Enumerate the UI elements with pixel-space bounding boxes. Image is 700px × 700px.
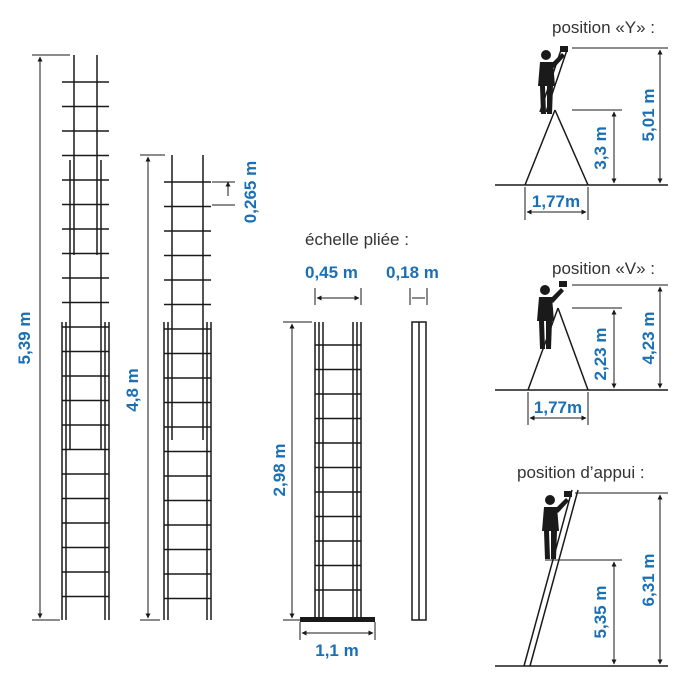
position-lean-figure [495,489,668,667]
position-v-base-label: 1,77m [534,398,582,417]
extended-total-dimension [32,54,70,621]
position-lean-ladder-label: 5,35 m [591,586,610,639]
rung-spacing-label: 0,265 m [241,161,260,223]
position-y-heading: position «Y» : [552,18,655,37]
position-y-dimensions [524,47,668,220]
second-ladder-label: 4,8 m [123,368,142,411]
position-v-heading: position «V» : [552,259,655,278]
painter-figure-icon [542,491,572,559]
extended-ladder-three-section [61,55,110,620]
position-lean-dimensions [545,492,668,665]
folded-height-dimension [283,321,312,621]
position-lean-heading: position d’appui : [517,463,645,482]
second-ladder-dimension [140,154,165,621]
painter-figure-icon [537,281,567,349]
extended-total-label: 5,39 m [15,312,34,365]
folded-width-dimension [314,288,428,305]
base-width-dimension [299,622,376,640]
position-y-total-label: 5,01 m [639,89,658,142]
folded-base-stabilizer [300,617,375,622]
position-v-dimensions [527,284,668,425]
position-v-ladder-label: 2,23 m [591,328,610,381]
painter-figure-icon [538,46,568,114]
folded-heading: échelle pliée : [305,230,409,249]
position-v-total-label: 4,23 m [639,312,658,365]
position-lean-total-label: 6,31 m [639,554,658,607]
rung-spacing-dimension [212,181,235,206]
position-y-ladder-label: 3,3 m [591,126,610,169]
folded-width-label: 0,45 m [305,263,358,282]
position-y-base-label: 1,77m [532,192,580,211]
extended-ladder-two-section [163,155,212,620]
folded-ladder-front [314,322,362,620]
folded-depth-label: 0,18 m [386,263,439,282]
base-width-label: 1,1 m [315,641,358,660]
folded-ladder-side [411,321,427,621]
folded-height-label: 2,98 m [270,444,289,497]
